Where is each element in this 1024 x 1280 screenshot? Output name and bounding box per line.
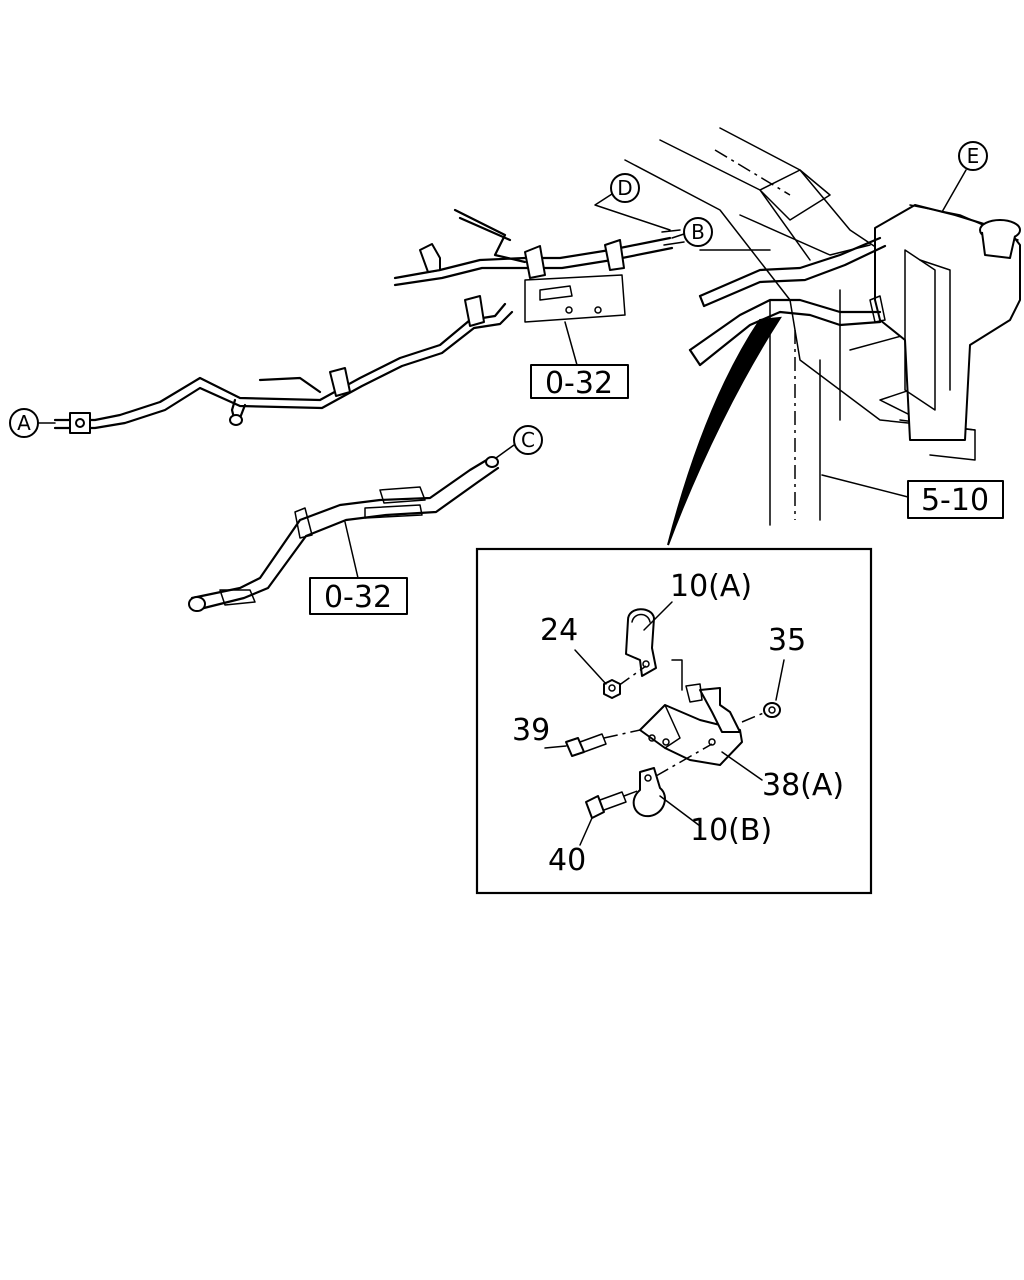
ref-box-top: 0-32 xyxy=(530,321,629,401)
leader-39 xyxy=(544,745,567,749)
leader-10a xyxy=(643,601,673,631)
ref-box-mid: 0-32 xyxy=(309,521,408,615)
callout-a-label: A xyxy=(17,411,31,435)
callout-e-label: E xyxy=(967,144,980,168)
nut-35 xyxy=(763,702,781,718)
callout-d-label: D xyxy=(617,176,632,200)
reservoir-tank xyxy=(874,204,1021,441)
callout-b: B xyxy=(671,217,713,247)
lower-pipe-assembly xyxy=(188,456,500,612)
pipe-end xyxy=(188,596,206,612)
pipe-clip xyxy=(524,245,546,279)
ref-mid-label: 0-32 xyxy=(324,580,392,615)
pipe-clip xyxy=(419,243,441,273)
label-39: 39 xyxy=(512,713,550,748)
callout-d: D xyxy=(594,173,671,231)
label-35: 35 xyxy=(768,623,806,658)
label-38a: 38(A) xyxy=(762,768,844,803)
leader-35 xyxy=(775,659,785,701)
bolt-40 xyxy=(585,789,641,819)
leader-10b xyxy=(659,795,701,827)
bolt-39 xyxy=(565,729,641,757)
upper-pipe-assembly xyxy=(53,208,685,434)
callout-e: E xyxy=(941,141,988,213)
pipe-clip xyxy=(464,295,485,327)
callout-b-label: B xyxy=(691,220,705,244)
pipe-end xyxy=(485,456,499,468)
pipe-clip xyxy=(329,367,351,397)
pipe-bracket xyxy=(524,274,626,323)
label-24: 24 xyxy=(540,613,578,648)
leader-24 xyxy=(574,649,607,685)
callout-c: C xyxy=(495,425,543,459)
bracket-38a xyxy=(639,659,767,766)
label-40: 40 xyxy=(548,843,586,878)
leader-40 xyxy=(579,817,593,846)
detail-inset: 10(A) 24 38(A) 35 xyxy=(475,547,873,895)
label-10b: 10(B) xyxy=(690,813,772,848)
ref-box-right: 5-10 xyxy=(821,474,1004,519)
ref-right-label: 5-10 xyxy=(921,483,989,518)
callout-c-label: C xyxy=(521,428,535,452)
ref-top-label: 0-32 xyxy=(545,366,613,401)
detail-pointer xyxy=(667,316,782,546)
leader-38a xyxy=(721,751,763,781)
nut-24 xyxy=(603,679,621,699)
pipe-clip xyxy=(604,239,625,271)
callout-a: A xyxy=(9,408,56,438)
tank-hoses xyxy=(688,236,887,367)
label-10a: 10(A) xyxy=(670,569,752,604)
pipe-end-nut xyxy=(229,414,243,426)
clip-10b xyxy=(632,743,713,818)
